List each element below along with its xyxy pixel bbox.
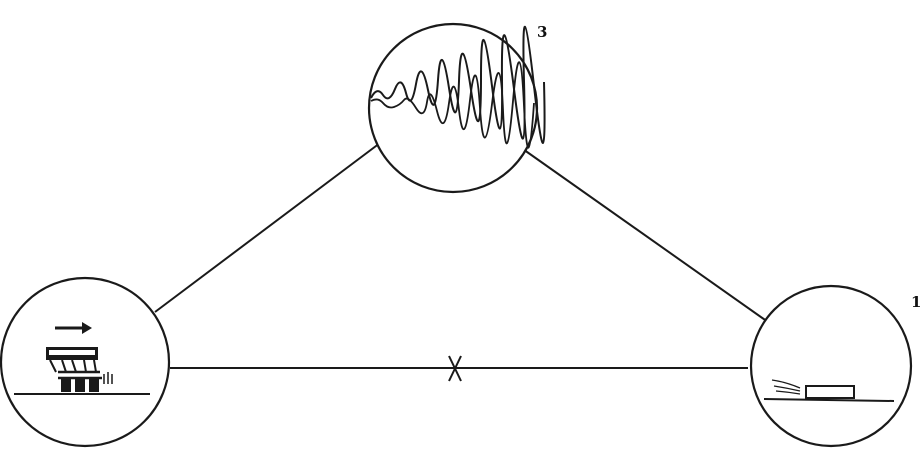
node-label-1: 1 <box>911 293 921 311</box>
wheeled-cart-icon <box>14 322 150 395</box>
edge-left-to-3 <box>154 142 381 313</box>
node-1: 1 <box>749 284 921 448</box>
cross-icon <box>448 355 462 382</box>
node-label-3: 3 <box>537 23 547 41</box>
node-3: 3 <box>367 22 547 194</box>
edge-3-to-1 <box>519 146 769 323</box>
rough-surface-icon <box>370 25 546 149</box>
smooth-block-icon <box>763 379 895 402</box>
node-left <box>0 276 171 448</box>
